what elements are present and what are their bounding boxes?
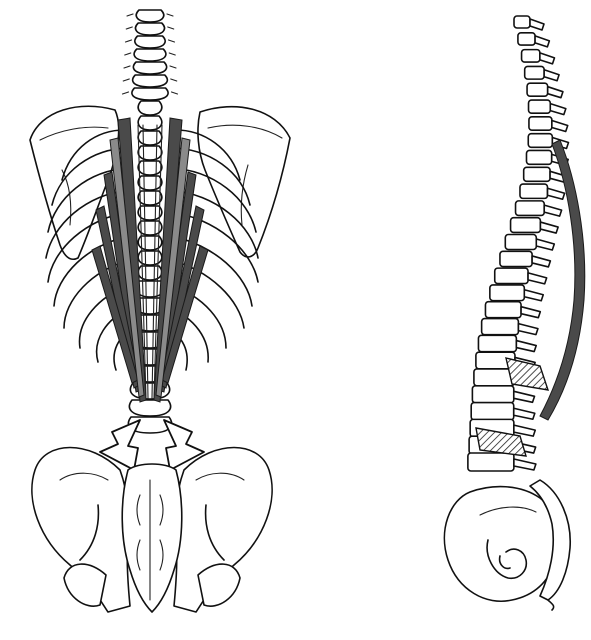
- lateral-vertebra: [522, 50, 555, 64]
- lateral-vertebra: [495, 268, 547, 284]
- vertebra: [138, 191, 162, 205]
- erector-spinae-right: [154, 118, 208, 402]
- pelvis: [32, 448, 272, 613]
- vertebra: [138, 161, 162, 175]
- posterior-view: [30, 10, 290, 612]
- lateral-vertebra: [511, 218, 559, 233]
- lateral-vertebra: [485, 302, 540, 318]
- lateral-vertebra: [520, 184, 565, 199]
- vertebra: [123, 75, 177, 87]
- lateral-vertebra: [525, 66, 559, 80]
- lateral-vertebra: [527, 83, 563, 97]
- vertebra: [138, 176, 162, 190]
- lateral-vertebra: [514, 16, 544, 30]
- lateral-pelvis: [444, 480, 570, 610]
- vertebra: [138, 146, 162, 160]
- vertebra: [126, 23, 174, 35]
- lateral-view: [444, 16, 584, 610]
- lateral-vertebra: [518, 33, 549, 47]
- vertebra: [138, 206, 162, 220]
- vertebra: [138, 221, 162, 235]
- lateral-vertebra: [471, 403, 535, 420]
- lateral-vertebra: [516, 201, 562, 216]
- lateral-vertebra: [505, 235, 554, 251]
- lateral-vertebra: [500, 251, 550, 267]
- lateral-vertebra: [490, 285, 543, 301]
- lateral-vertebra: [472, 386, 534, 403]
- lateral-vertebra: [478, 335, 536, 351]
- lateral-vertebra: [529, 100, 566, 115]
- vertebra: [126, 36, 175, 48]
- vertebra: [138, 131, 162, 145]
- vertebra: [127, 10, 173, 22]
- vertebra: [124, 62, 176, 74]
- vertebra: [129, 400, 170, 416]
- vertebra: [138, 101, 162, 115]
- vertebra: [125, 49, 176, 61]
- vertebra: [123, 88, 178, 100]
- vertebra: [138, 116, 162, 130]
- lateral-vertebra: [529, 117, 568, 132]
- lateral-vertebra: [482, 319, 538, 335]
- right-scapula: [198, 107, 290, 257]
